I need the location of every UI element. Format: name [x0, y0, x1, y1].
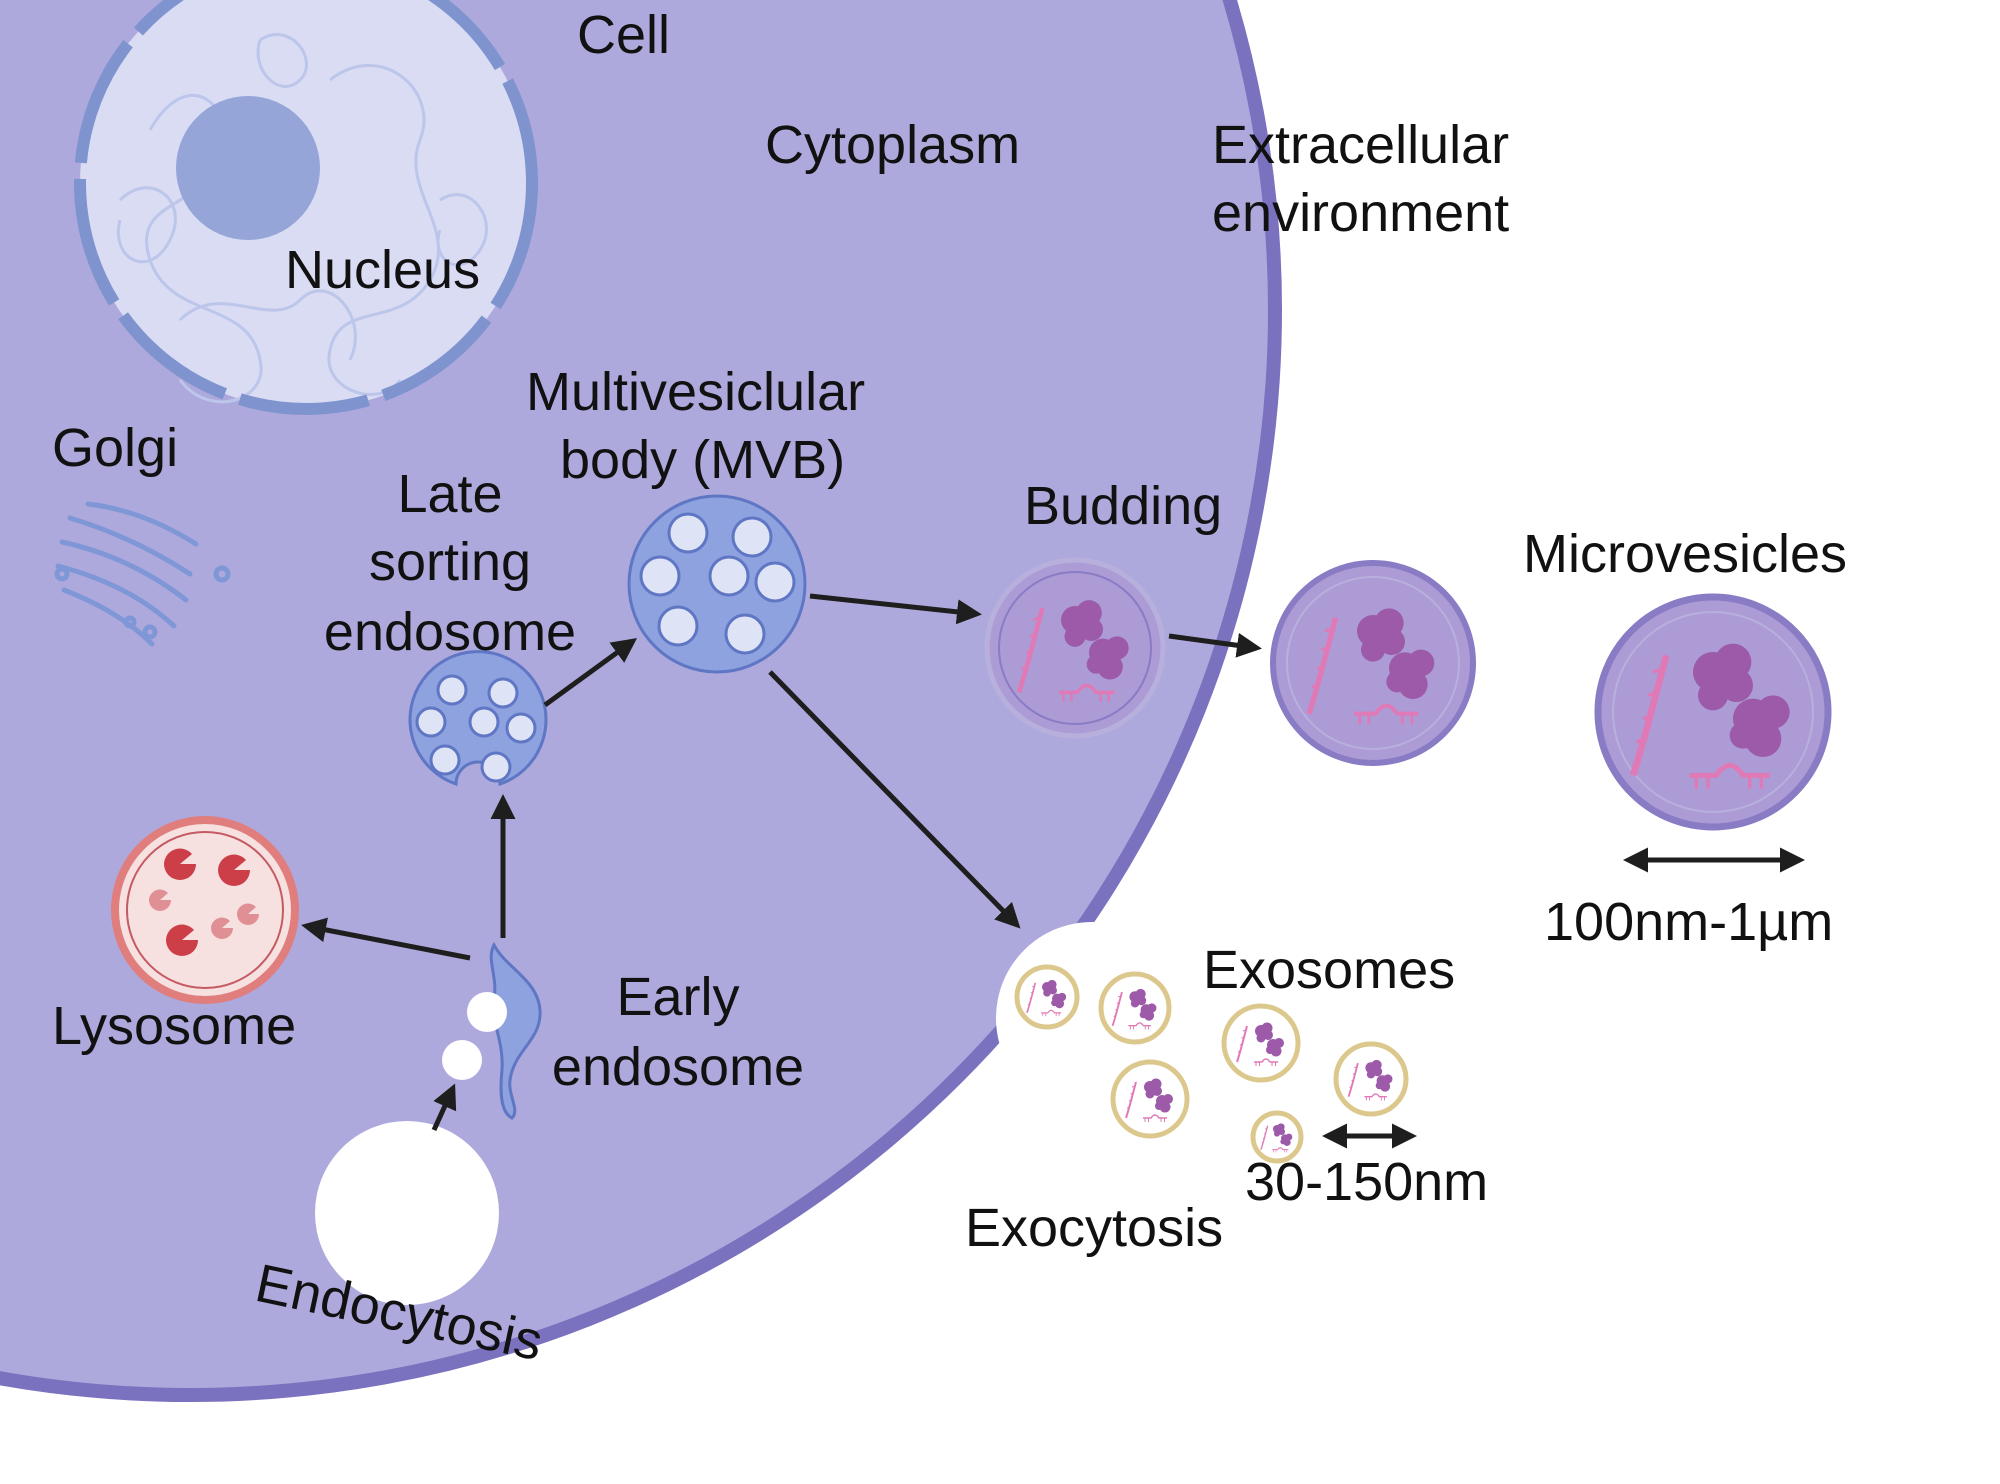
label-cytoplasm: Cytoplasm [765, 115, 1020, 175]
arrow-early-to-lysosome [301, 917, 471, 961]
arrow-budding-to-release [1168, 632, 1262, 658]
nucleus [74, 0, 538, 415]
label-microvesicle-size: 100nm-1µm [1544, 892, 1833, 952]
label-exocytosis: Exocytosis [965, 1198, 1223, 1258]
exosome [1250, 1110, 1304, 1164]
exosome [1333, 1041, 1409, 1117]
label-mvb-2: body (MVB) [560, 430, 845, 490]
label-mvb-1: Multivesiclular [526, 362, 865, 422]
endocytosis-opening [315, 1121, 499, 1305]
label-budding: Budding [1024, 476, 1222, 536]
label-early-1: Early [616, 967, 739, 1027]
arrow-late-to-mvb [543, 638, 638, 708]
label-golgi: Golgi [52, 418, 178, 478]
label-exosome-size: 30-150nm [1245, 1152, 1488, 1212]
label-early-2: endosome [552, 1037, 804, 1097]
golgi-apparatus [54, 501, 231, 647]
label-late-1: Late [397, 464, 502, 524]
label-late-3: endosome [324, 602, 576, 662]
multivesicular-body [627, 494, 807, 674]
label-extracellular-1: Extracellular [1212, 115, 1509, 175]
exosome [1110, 1059, 1190, 1139]
label-extracellular-2: environment [1212, 183, 1509, 243]
released-microvesicle [1270, 560, 1476, 766]
label-nucleus: Nucleus [285, 240, 480, 300]
budding-vesicle [984, 557, 1166, 739]
label-cell: Cell [577, 5, 670, 65]
nucleolus [176, 96, 320, 240]
lysosome [111, 816, 299, 1004]
exosome [1098, 971, 1172, 1045]
label-exosomes: Exosomes [1203, 940, 1455, 1000]
exosome [1221, 1003, 1301, 1083]
label-microvesicles: Microvesicles [1523, 524, 1847, 584]
arrow-endocytosis-to-early [431, 1083, 457, 1132]
label-late-2: sorting [369, 532, 531, 592]
exosome [1014, 964, 1080, 1030]
microvesicle [1594, 593, 1832, 831]
late-sorting-endosome [408, 650, 548, 787]
arrow-mvb-to-budding [809, 593, 982, 625]
arrow-mvb-to-exocytosis [768, 670, 1021, 929]
early-endosome [442, 941, 542, 1120]
exosomes [1014, 964, 1409, 1164]
label-lysosome: Lysosome [52, 996, 296, 1056]
